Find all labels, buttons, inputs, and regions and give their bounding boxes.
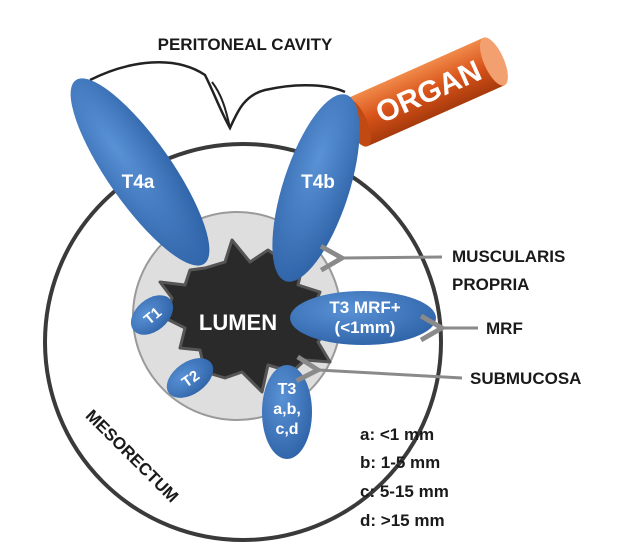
t3-label: T3	[278, 381, 297, 398]
tumor-t3: T3 a,b, c,d	[262, 365, 312, 459]
t3-sub-label-1: a,b,	[273, 401, 301, 418]
legend: a: <1 mm b: 1-5 mm c: 5-15 mm d: >15 mm	[360, 425, 449, 530]
tumor-t4a: T4a	[70, 78, 210, 266]
muscularis-arrow	[319, 244, 443, 273]
legend-item: a: <1 mm	[360, 425, 434, 444]
submucosa-arrow	[295, 354, 463, 383]
t3-sub-label-2: c,d	[275, 421, 298, 438]
t4a-label: T4a	[122, 172, 155, 193]
t4b-label: T4b	[301, 172, 335, 193]
legend-item: d: >15 mm	[360, 511, 445, 530]
muscularis-label: MUSCULARIS	[452, 247, 565, 266]
tumor-t3-mrf-positive: T3 MRF+ (<1mm)	[290, 291, 436, 345]
mesorectum-label: MESORECTUM	[82, 406, 182, 506]
t3-mrf-shape	[290, 291, 436, 345]
t3-mrf-distance: (<1mm)	[335, 318, 396, 337]
peritoneal-cavity-label: PERITONEAL CAVITY	[158, 35, 333, 54]
tumor-t1: T1	[130, 295, 174, 335]
organ: ORGAN	[342, 37, 508, 147]
legend-item: b: 1-5 mm	[360, 453, 440, 472]
submucosa-label: SUBMUCOSA	[470, 369, 581, 388]
tumor-t4b: T4b	[272, 94, 360, 282]
t2-label: T2	[179, 367, 203, 391]
t1-shape	[130, 295, 174, 335]
propria-label: PROPRIA	[452, 275, 529, 294]
t3-shape	[262, 365, 312, 459]
legend-item: c: 5-15 mm	[360, 482, 449, 501]
t2-shape	[166, 358, 214, 398]
organ-end-cap	[479, 37, 508, 86]
lumen-label: LUMEN	[199, 310, 277, 335]
t4a-shape	[70, 78, 210, 266]
organ-body	[346, 37, 505, 147]
t4b-shape	[272, 94, 360, 282]
t3-mrf-label: T3 MRF+	[329, 298, 400, 317]
tumor-t2: T2	[166, 358, 214, 398]
mrf-label: MRF	[486, 319, 523, 338]
peritoneum-fold-line	[211, 81, 231, 129]
